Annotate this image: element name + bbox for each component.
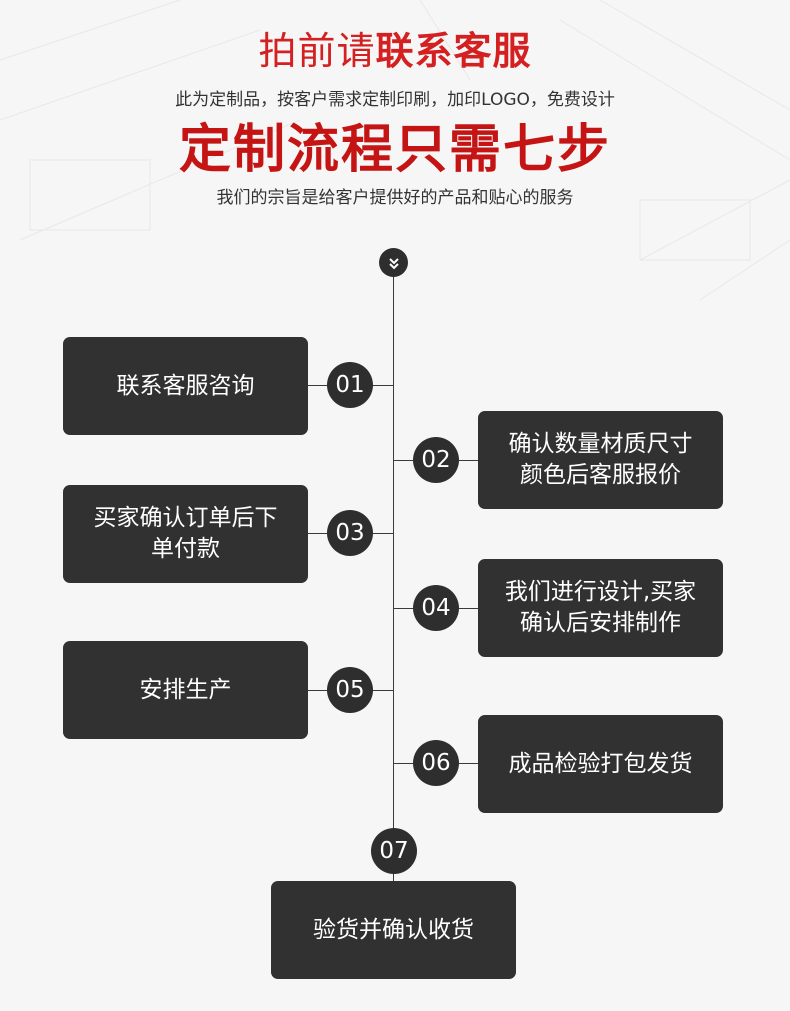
contact-heading-emphasis: 联系客服: [375, 29, 532, 73]
step-2-box: 确认数量材质尺寸 颜色后客服报价: [478, 411, 723, 509]
step-3-box: 买家确认订单后下 单付款: [63, 485, 308, 583]
chevron-double-down-icon: [379, 248, 408, 277]
step-1-number: 01: [327, 362, 373, 408]
step-7-number: 07: [371, 828, 417, 874]
step-5-box: 安排生产: [63, 641, 308, 739]
step-4-number: 04: [413, 585, 459, 631]
custom-product-note: 此为定制品，按客户需求定制印刷，加印LOGO，免费设计: [175, 90, 615, 110]
service-tagline: 我们的宗旨是给客户提供好的产品和贴心的服务: [216, 188, 574, 208]
step-6-box: 成品检验打包发货: [478, 715, 723, 813]
step-1-box: 联系客服咨询: [63, 337, 308, 435]
step-6-number: 06: [413, 740, 459, 786]
background-sketch: [0, 0, 790, 301]
step-7-box: 验货并确认收货: [271, 881, 516, 979]
contact-service-heading: 拍前请联系客服: [0, 28, 790, 74]
timeline-axis: [393, 262, 394, 882]
contact-heading-prefix: 拍前请: [258, 29, 376, 73]
step-3-number: 03: [327, 510, 373, 556]
page-title: 定制流程只需七步: [178, 120, 611, 180]
step-5-number: 05: [327, 667, 373, 713]
step-4-box: 我们进行设计,买家 确认后安排制作: [478, 559, 723, 657]
step-2-number: 02: [413, 437, 459, 483]
